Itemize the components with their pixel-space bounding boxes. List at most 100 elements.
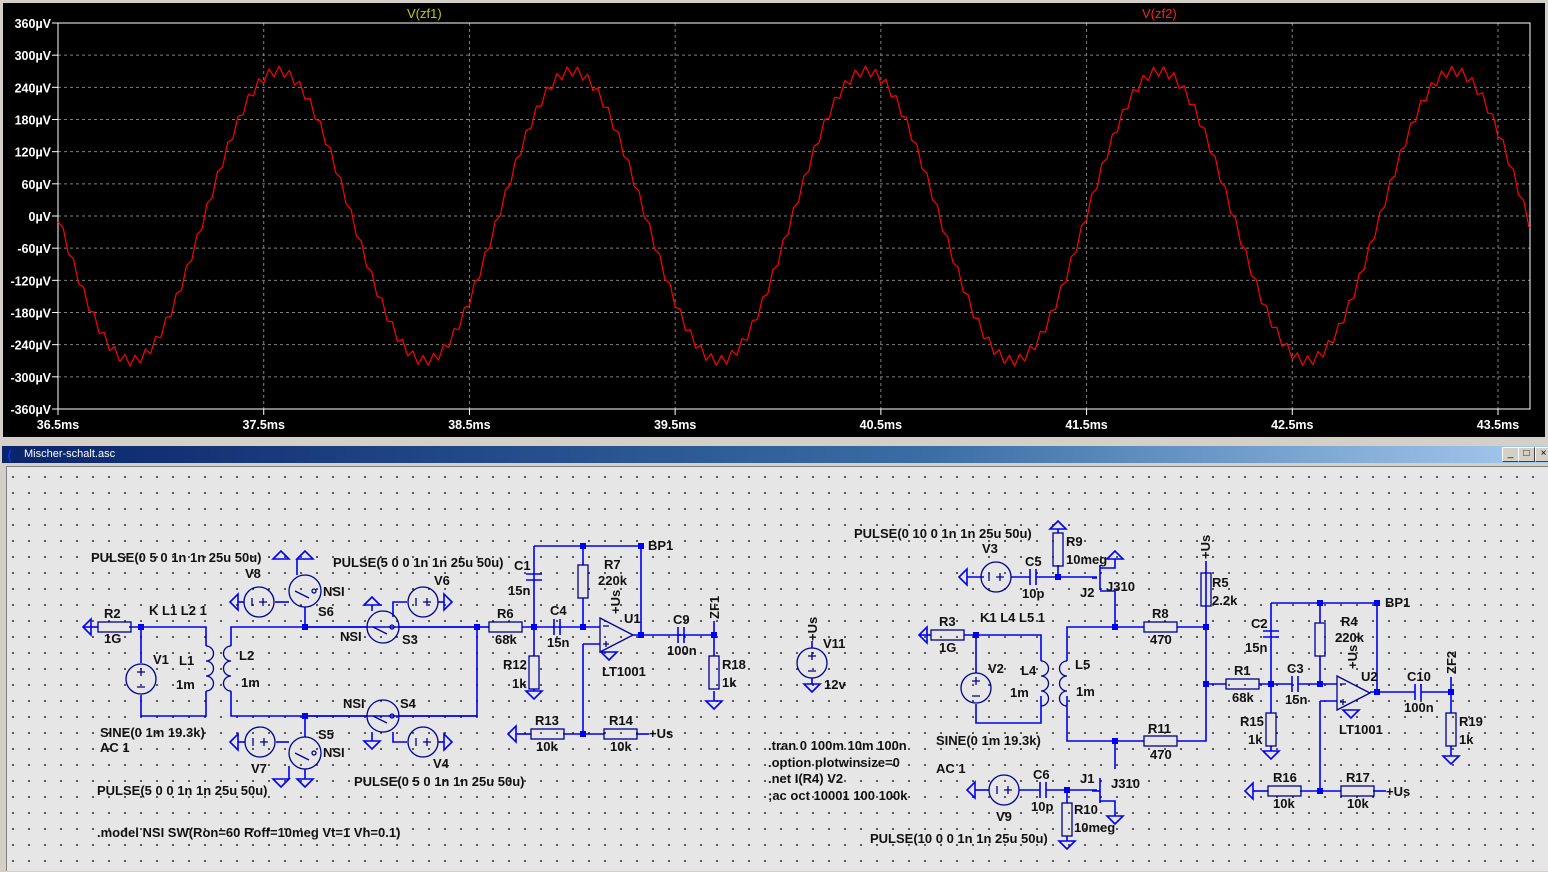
junction-node — [580, 624, 586, 630]
label-s6: S6 — [318, 604, 334, 619]
close-button[interactable]: × — [1535, 447, 1548, 462]
label-c2-val: 15n — [1245, 640, 1267, 655]
junction-node — [1203, 681, 1209, 687]
ground-symbol — [228, 732, 239, 752]
label-c1: C1 — [514, 558, 531, 573]
label-r14-val: 10k — [610, 739, 632, 754]
label-v1-spec: SINE(0 1m 19.3k) — [100, 725, 205, 740]
label-zf2: ZF2 — [1444, 651, 1459, 674]
label-r17-val: 10k — [1347, 796, 1369, 811]
y-tick-label: 240µV — [15, 81, 52, 95]
c10-capacitor — [1414, 684, 1422, 700]
y-tick-label: -180µV — [10, 307, 51, 321]
label-v9-spec: PULSE(10 0 0 1n 1n 25u 50u) — [870, 831, 1048, 846]
c4-capacitor — [553, 619, 561, 635]
label-v7-spec: PULSE(5 0 0 1n 1n 25u 50u) — [97, 783, 268, 798]
y-tick-label: 360µV — [15, 17, 52, 31]
label-j2-model: J310 — [1106, 579, 1135, 594]
label-v7: V7 — [251, 761, 267, 776]
label-c5-val: 10p — [1022, 586, 1044, 601]
label-v2-spec: SINE(0 1m 19.3k) — [936, 733, 1041, 748]
j1-jfet — [1092, 778, 1101, 803]
ground-symbol — [917, 625, 928, 645]
label-v1: V1 — [153, 652, 169, 667]
label-c10: C10 — [1407, 669, 1431, 684]
ground-symbol — [271, 778, 291, 789]
legend-v-zf1[interactable]: V(zf1) — [407, 6, 442, 21]
junction-node — [580, 543, 586, 549]
wire — [230, 626, 478, 717]
label-j1-model: J310 — [1111, 776, 1140, 791]
title-bar[interactable]: ⟨ Mischer-schalt.asc _ □ × — [2, 446, 1548, 463]
plot-canvas[interactable]: 360µV300µV240µV180µV120µV60µV0µV-60µV-12… — [3, 3, 1545, 437]
l5-inductor — [1058, 660, 1068, 707]
v9-voltage-source — [988, 774, 1020, 806]
label-r1: R1 — [1234, 663, 1251, 678]
y-tick-label: -60µV — [17, 242, 51, 256]
x-tick-label: 43.5ms — [1477, 418, 1519, 432]
wire — [140, 691, 207, 717]
c9-capacitor — [677, 627, 685, 643]
label-u2-model: LT1001 — [1339, 722, 1383, 737]
label-s3-model: NSI — [340, 629, 362, 644]
r8-resistor — [1143, 621, 1178, 633]
label-c4: C4 — [550, 603, 567, 618]
label-v8: V8 — [245, 566, 261, 581]
label-r5-us: +Us — [1198, 535, 1213, 559]
wire — [392, 601, 407, 617]
junction-node — [1374, 689, 1380, 695]
label-r17: R17 — [1346, 770, 1370, 785]
label-r2: R2 — [104, 606, 121, 621]
label-v3: V3 — [982, 541, 998, 556]
label-v4: V4 — [433, 756, 450, 771]
wire — [1100, 590, 1116, 627]
label-option: .option plotwinsize=0 — [768, 755, 900, 770]
label-r3-val: 1G — [939, 640, 956, 655]
ground-symbol — [1105, 549, 1125, 560]
v1-voltage-source — [125, 663, 157, 695]
label-zf1: ZF1 — [707, 596, 722, 619]
window-title: Mischer-schalt.asc — [24, 448, 116, 460]
label-v1-ac: AC 1 — [100, 740, 130, 755]
maximize-button[interactable]: □ — [1518, 447, 1535, 462]
label-v9: V9 — [996, 809, 1012, 824]
s5-switch — [288, 736, 322, 770]
label-r15-val: 1k — [1248, 732, 1263, 747]
label-c9: C9 — [673, 612, 690, 627]
label-l2: L2 — [239, 648, 254, 663]
r9-resistor — [1052, 532, 1064, 567]
r17-resistor — [1340, 785, 1375, 797]
label-k1: K L1 L2 1 — [149, 603, 207, 618]
x-tick-label: 38.5ms — [448, 418, 490, 432]
label-c6-val: 10p — [1031, 799, 1053, 814]
r15-resistor — [1265, 712, 1277, 747]
label-r18-val: 1k — [722, 675, 737, 690]
x-tick-label: 37.5ms — [243, 418, 285, 432]
ground-symbol — [362, 740, 382, 751]
label-r10-val: 10meg — [1074, 820, 1115, 835]
junction-node — [138, 624, 144, 630]
label-r8: R8 — [1152, 606, 1169, 621]
legend-v-zf2[interactable]: V(zf2) — [1142, 6, 1177, 21]
label-v8-spec: PULSE(0 5 0 1n 1n 25u 50u) — [91, 550, 262, 565]
r11-resistor — [1143, 735, 1178, 747]
wire — [1066, 696, 1144, 742]
label-r7-val: 220k — [598, 573, 628, 588]
label-bp1-a: BP1 — [648, 538, 673, 553]
label-r12-val: 1k — [512, 676, 527, 691]
ground-symbol — [1441, 755, 1461, 766]
wire — [392, 732, 407, 743]
ground-symbol — [524, 690, 544, 701]
label-l1: L1 — [179, 653, 194, 668]
label-r2-val: 1G — [104, 631, 121, 646]
wire — [1177, 561, 1207, 742]
c6-capacitor — [1039, 782, 1047, 798]
x-tick-label: 39.5ms — [654, 418, 696, 432]
label-u1: U1 — [624, 611, 641, 626]
label-ac: ;ac oct 10001 100 100k — [768, 788, 908, 803]
label-r12: R12 — [503, 657, 527, 672]
plot-frame — [57, 22, 1531, 410]
